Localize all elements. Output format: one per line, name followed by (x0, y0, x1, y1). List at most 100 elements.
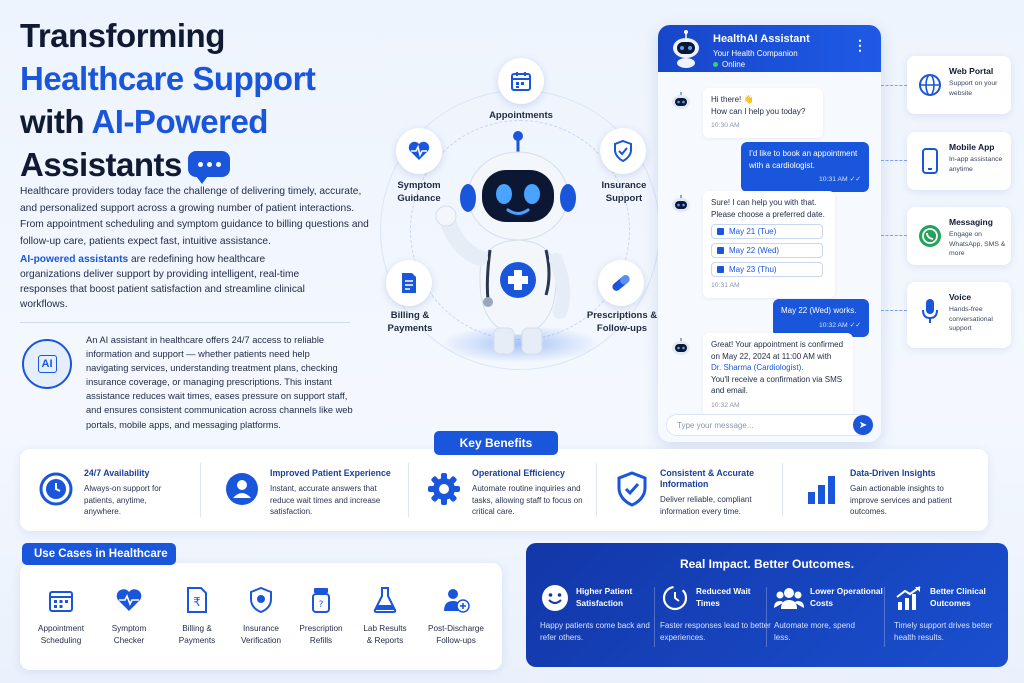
impact-clinical-outcomes: Better Clinical Outcomes Timely support … (894, 583, 1006, 653)
connector-line (881, 235, 907, 236)
robot-mascot-illustration (435, 131, 576, 355)
benefit-divider (200, 463, 201, 517)
date-option-may-23[interactable]: May 23 (Thu) (711, 262, 823, 277)
benefit-availability: 24/7 Availability Always-on support for … (36, 463, 206, 521)
impact-panel: Real Impact. Better Outcomes. Higher Pat… (526, 543, 1008, 667)
svg-text:?: ? (319, 600, 324, 610)
benefit-desc: Always-on support for patients, anytime,… (84, 484, 162, 516)
use-case-label-line2: Verification (240, 635, 282, 645)
smiley-icon (540, 583, 570, 613)
benefit-desc: Gain actionable insights to improve serv… (850, 484, 952, 516)
feature-symptom-line1: Symptom (397, 180, 441, 191)
use-case-label-line2: Checker (113, 635, 145, 645)
flask-icon (370, 585, 400, 615)
chat-status: Online (713, 60, 745, 69)
feature-prescriptions-label: Prescriptions &Follow-ups (582, 309, 662, 335)
impact-divider (654, 587, 655, 647)
impact-title: Reduced Wait Times (696, 586, 751, 608)
calendar-icon (717, 228, 724, 235)
title-line-4: Assistants (20, 143, 420, 186)
message-time: 10:32 AM (711, 401, 740, 409)
doctor-name: Dr. Sharma (Cardiologist). (711, 363, 804, 372)
key-benefits-heading: Key Benefits (434, 431, 558, 455)
channel-title: Web Portal (949, 66, 994, 76)
feature-billing-label: Billing & Payments (372, 309, 448, 335)
date-option-label: May 21 (Tue) (729, 226, 777, 236)
channel-title: Voice (949, 292, 972, 302)
shield-check-icon (612, 469, 652, 509)
benefit-divider (408, 463, 409, 517)
chat-window: HealthAI Assistant Your Health Companion… (658, 25, 881, 442)
use-case-label-line1: Appointment (38, 624, 84, 633)
channel-mobile-app: Mobile App In-app assistance anytime (907, 132, 1011, 190)
bot-avatar-small-icon (672, 92, 690, 109)
impact-title: Better Clinical Outcomes (930, 586, 986, 608)
heart-pulse-icon (396, 128, 442, 174)
channel-desc: Support on your website (949, 80, 998, 97)
chat-title: HealthAI Assistant (713, 33, 810, 45)
more-options-icon[interactable]: ⋮ (853, 37, 867, 53)
benefit-divider (782, 463, 783, 517)
benefit-desc: Instant, accurate answers that reduce wa… (270, 484, 381, 516)
benefit-operational-efficiency: Operational Efficiency Automate routine … (424, 463, 604, 521)
ai-assistants-paragraph: AI-powered assistants are redefining how… (20, 252, 320, 312)
smartphone-icon (917, 148, 943, 174)
svg-text:₹: ₹ (193, 595, 201, 609)
feature-billing-line1: Billing & (390, 310, 430, 321)
send-icon[interactable]: ➤ (853, 415, 873, 435)
channel-web-portal: Web Portal Support on your website (907, 56, 1011, 114)
benefit-patient-experience: Improved Patient Experience Instant, acc… (222, 463, 402, 521)
message-time: 10:32 AM ✓✓ (819, 321, 861, 329)
use-case-label: Lab Results& Reports (352, 623, 418, 646)
date-option-label: May 22 (Wed) (729, 245, 780, 255)
message-input[interactable]: Type your message... (666, 414, 872, 436)
bot-message-line: on May 22, 2024 at 11:00 AM with (711, 351, 832, 361)
document-bill-icon (386, 260, 432, 306)
user-message: May 22 (Wed) works. 10:32 AM ✓✓ (773, 299, 869, 337)
benefit-title: Data-Driven Insights (850, 468, 936, 478)
benefit-title: Operational Efficiency (472, 468, 565, 478)
growth-chart-icon (894, 583, 924, 613)
bot-message: Hi there! 👋 How can I help you today? 10… (703, 88, 823, 138)
shield-check-icon (600, 128, 646, 174)
bot-message-line: Great! Your appointment is confirmed (711, 340, 844, 349)
orbit-ring-inner (410, 120, 630, 340)
use-case-billing: ₹ Billing &Payments (164, 585, 230, 646)
bot-message-date-choice: Sure! I can help you with that. Please c… (703, 191, 835, 298)
benefit-title-line1: Consistent & Accurate (660, 468, 755, 478)
title-line-3-highlight: AI-Powered (91, 103, 268, 140)
shield-icon (246, 585, 276, 615)
heart-pulse-icon (114, 585, 144, 615)
bot-avatar-small-icon (672, 195, 690, 212)
channel-title: Mobile App (949, 142, 995, 152)
section-divider (20, 322, 350, 323)
benefit-title-line2: Information (660, 479, 709, 489)
user-add-icon (441, 585, 471, 615)
ai-assistants-highlight: AI-powered assistants (20, 254, 129, 265)
use-cases-heading: Use Cases in Healthcare (22, 543, 176, 565)
chat-bubble-icon (187, 151, 230, 185)
date-option-may-21[interactable]: May 21 (Tue) (711, 224, 823, 239)
gear-icon (424, 469, 464, 509)
date-option-label: May 23 (Thu) (729, 264, 777, 274)
key-benefits-panel: 24/7 Availability Always-on support for … (20, 449, 988, 531)
intro-paragraph: Healthcare providers today face the chal… (20, 186, 369, 247)
channel-desc: Hands-free conversational support (949, 306, 993, 332)
pill-capsule-icon (598, 260, 644, 306)
impact-desc: Happy patients come back and refer other… (540, 621, 650, 642)
bot-message-line: How can I help you today? (711, 106, 806, 116)
date-option-may-22[interactable]: May 22 (Wed) (711, 243, 823, 258)
use-case-label-line2: & Reports (366, 635, 404, 645)
ai-benefits-paragraph: An AI assistant in healthcare offers 24/… (86, 335, 353, 430)
calendar-icon (498, 58, 544, 104)
channel-title: Messaging (949, 217, 993, 227)
feature-billing-line2: Payments (387, 323, 433, 334)
title-line-1: Transforming (20, 17, 225, 54)
connector-line (881, 310, 907, 311)
